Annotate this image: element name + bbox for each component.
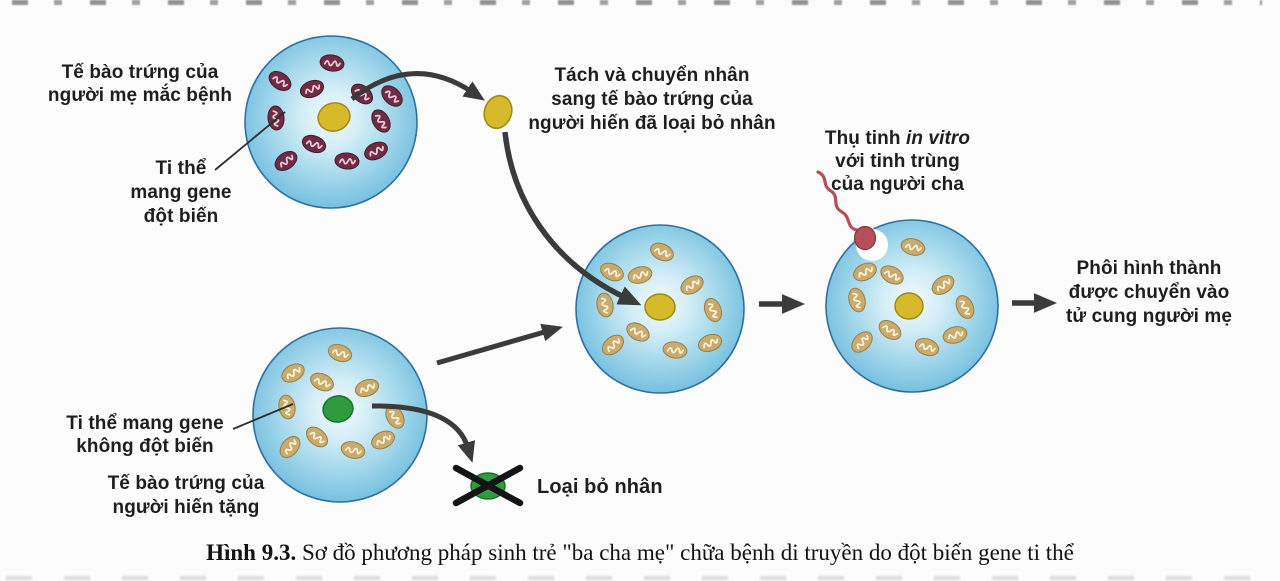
label-mother-egg: Tế bào trứng của người mẹ mắc bệnh: [47, 62, 233, 106]
donor-egg-nucleus-green: [322, 395, 354, 423]
mitochondrion-normal: [279, 435, 301, 459]
extracted-nucleus: [483, 94, 513, 130]
x-mark-icon: [452, 464, 524, 507]
mitochondrion-normal: [371, 430, 395, 450]
arrow-donor-to-reconstructed: [436, 323, 563, 366]
mitochondrion-normal: [662, 341, 688, 359]
figure-caption-text: Sơ đồ phương pháp sinh trẻ "ba cha mẹ" c…: [296, 540, 1074, 565]
mitochondrion-mutated: [299, 79, 325, 99]
mother-egg-nucleus-gold: [317, 102, 351, 132]
mitochondrion-normal: [310, 372, 334, 392]
leader-line-normal-mitochondrion: [232, 403, 294, 430]
label-embryo-transfer: Phôi hình thành được chuyển vào tử cung …: [1065, 258, 1233, 327]
mitochondrion-normal: [600, 262, 624, 282]
cell-fertilized-egg: [825, 219, 999, 393]
cell-reconstructed-egg: [575, 224, 745, 394]
mitochondrion-mutated: [371, 109, 391, 133]
arrow-extract-nucleus: [350, 71, 485, 101]
mitochondrion-normal: [627, 266, 653, 284]
label-remove-nucleus: Loại bỏ nhân: [537, 476, 663, 498]
sperm-tail: [816, 170, 859, 232]
mitochondrion-normal: [853, 262, 877, 282]
mitochondrion-normal: [848, 287, 866, 313]
mitochondrion-normal: [340, 441, 366, 459]
mitochondrion-normal: [305, 426, 329, 448]
mitochondrion-normal: [955, 295, 975, 319]
mitochondrion-mutated: [274, 150, 298, 172]
label-donor-egg: Tế bào trứng của người hiến tặng: [107, 473, 265, 518]
mitochondrion-normal: [354, 378, 380, 398]
mitochondrion-mutated: [319, 54, 345, 72]
mitochondrion-normal: [601, 334, 625, 356]
label-nucleus-transfer: Tách và chuyển nhân sang tế bào trứng củ…: [528, 65, 776, 134]
sperm-head: [853, 225, 877, 251]
label-mitochondria-normal: Ti thể mang gene không đột biến: [66, 413, 224, 457]
mitochondrion-mutated: [268, 70, 292, 92]
mitochondrion-normal: [650, 242, 674, 262]
label-ivf: Thụ tinh in vitro với tinh trùng của ngư…: [824, 128, 971, 195]
mitochondrion-normal: [878, 319, 902, 341]
mitochondrion-normal: [680, 275, 704, 295]
mitochondrion-normal: [900, 238, 926, 256]
mitochondrion-mutated: [364, 141, 388, 161]
arrow-transfer-nucleus: [502, 131, 642, 306]
cells-layer: [244, 35, 999, 503]
mitochondrion-mutated: [334, 152, 360, 170]
mitochondrion-normal: [703, 297, 723, 323]
mitochondrion-normal: [931, 274, 955, 296]
mitochondrion-mutated: [381, 85, 403, 107]
mitochondrion-normal: [851, 331, 873, 353]
reconstructed-egg-nucleus-gold: [644, 293, 676, 321]
mitochondrion-mutated: [301, 134, 327, 154]
leader-line-mutated-mitochondrion: [214, 111, 286, 171]
mitochondrion-normal: [385, 405, 405, 429]
sperm-icon: [816, 170, 888, 261]
mitochondrion-normal: [697, 333, 723, 353]
mitochondrion-normal: [327, 343, 353, 363]
figure-caption: Hình 9.3. Sơ đồ phương pháp sinh trẻ "ba…: [0, 540, 1280, 566]
figure-number: Hình 9.3.: [206, 540, 297, 565]
mitochondrion-normal: [596, 292, 614, 318]
mitochondrion-normal: [880, 265, 904, 285]
mitochondrion-normal: [914, 337, 940, 357]
fertilized-egg-nucleus-gold: [894, 292, 924, 320]
arrow-remove-nucleus: [371, 403, 476, 463]
page-crop-artifact-bottom: [6, 576, 1271, 580]
mitochondrion-normal: [281, 363, 305, 383]
page-crop-artifact-top: [12, 0, 1262, 5]
mitochondrion-normal: [626, 322, 650, 342]
cell-donor-egg: [252, 327, 428, 503]
label-mitochondria-mutated: Ti thể mang gene đột biến: [130, 158, 232, 227]
overlay-layer: [214, 71, 1058, 507]
mitochondrion-normal: [942, 326, 968, 344]
cell-mother-egg: [244, 35, 418, 209]
